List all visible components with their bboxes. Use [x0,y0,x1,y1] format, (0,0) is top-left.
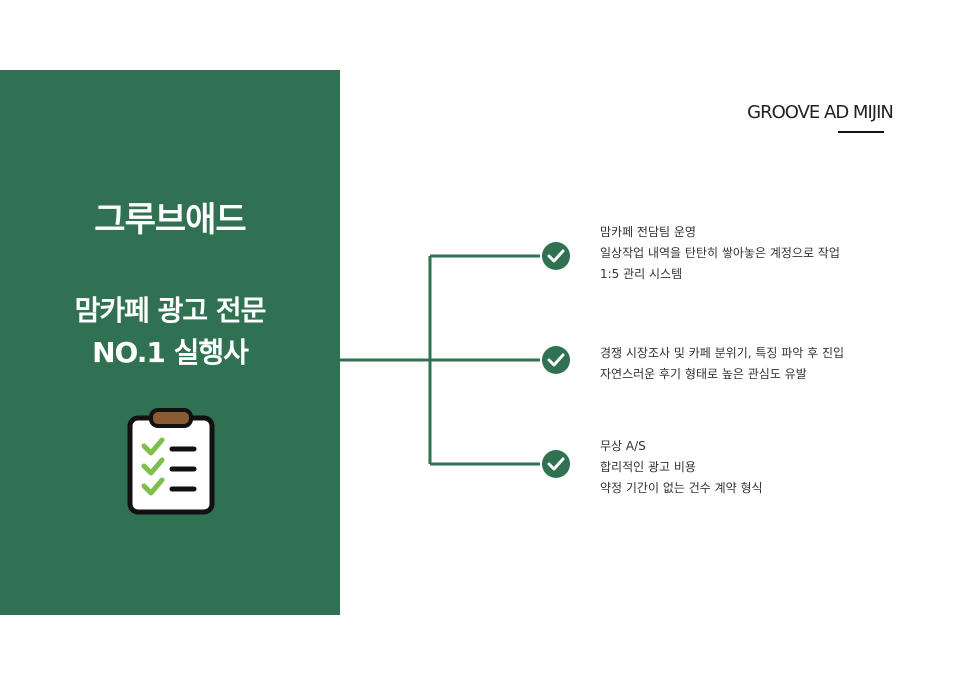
logo-underline [838,131,884,133]
tagline-line-1: 맘카페 광고 전문 [74,294,267,327]
check-circle-icon [542,346,570,374]
clipboard-checklist-icon [127,408,215,515]
logo-text: GROOVE AD MIJIN [747,102,894,123]
check-circle-icon [542,450,570,478]
feature-line: 무상 A/S [600,439,646,453]
feature-line: 경쟁 시장조사 및 카페 분위기, 특징 파악 후 진입 [600,346,845,360]
feature-line: 합리적인 광고 비용 [600,460,696,474]
feature-line: 약정 기간이 없는 건수 계약 형식 [600,481,763,495]
feature-1-text: 맘카페 전담팀 운영 일상작업 내역을 탄탄히 쌓아놓은 계정으로 작업 1:5… [600,222,840,285]
brand-name: 그루브애드 [94,200,246,240]
feature-line: 맘카페 전담팀 운영 [600,225,696,239]
feature-3-text: 무상 A/S 합리적인 광고 비용 약정 기간이 없는 건수 계약 형식 [600,436,763,499]
tagline-line-2: NO.1 실행사 [92,336,249,369]
connector-diagram [340,242,570,478]
tagline: 맘카페 광고 전문 NO.1 실행사 [0,290,340,374]
feature-line: 자연스러운 후기 형태로 높은 관심도 유발 [600,367,807,381]
check-circle-icon [542,242,570,270]
feature-2-text: 경쟁 시장조사 및 카페 분위기, 특징 파악 후 진입 자연스러운 후기 형태… [600,343,844,385]
brand-panel [0,70,340,615]
feature-line: 1:5 관리 시스템 [600,267,683,281]
feature-line: 일상작업 내역을 탄탄히 쌓아놓은 계정으로 작업 [600,246,840,260]
